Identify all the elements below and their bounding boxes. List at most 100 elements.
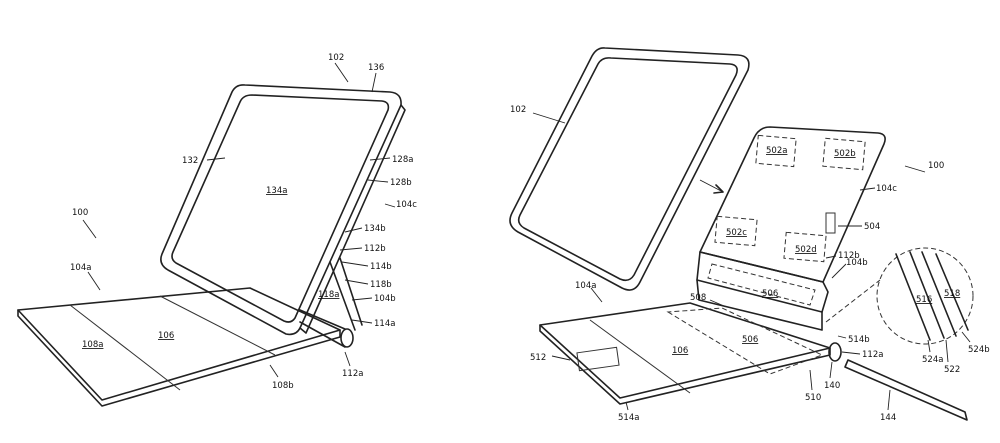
region-502b — [822, 137, 866, 171]
left-labels: 102 136 132 134a 128a 128b 104c 134b 112… — [70, 53, 417, 391]
label-506-base: 506 — [742, 335, 758, 345]
label-102: 102 — [510, 105, 526, 115]
label-508: 508 — [690, 293, 706, 303]
label-104a: 104a — [70, 263, 91, 273]
region-502c — [714, 215, 758, 247]
inset-callout — [825, 279, 881, 323]
hinge-cylinder — [340, 328, 354, 348]
keyboard-base-edge — [539, 324, 831, 405]
region-506-top — [707, 263, 816, 306]
lead-140 — [829, 361, 833, 379]
label-510: 510 — [805, 393, 821, 403]
lead-104a — [590, 287, 603, 303]
lead-524b — [961, 331, 971, 343]
label-112a: 112a — [342, 369, 363, 379]
hinge-panel-edge — [696, 279, 823, 331]
label-516: 516 — [916, 295, 932, 305]
label-132: 132 — [182, 156, 198, 166]
label-502a: 502a — [766, 146, 787, 156]
right-labels: 102 100 502a 502b 104c 504 502c 502d 112… — [510, 105, 990, 423]
left-device-illustration — [17, 62, 406, 407]
label-104c: 104c — [396, 200, 417, 210]
region-502d — [783, 231, 827, 263]
label-108b: 108b — [272, 381, 294, 391]
label-136: 136 — [368, 63, 384, 73]
label-114a: 114a — [374, 319, 395, 329]
support-arm — [329, 257, 363, 331]
lead-508 — [709, 299, 725, 307]
label-502d: 502d — [795, 245, 817, 255]
lead-104c — [859, 187, 876, 191]
label-514b: 514b — [848, 335, 870, 345]
region-502a — [755, 134, 797, 168]
lead-100 — [904, 165, 926, 173]
lead-114b — [341, 261, 369, 267]
label-134a: 134a — [266, 186, 287, 196]
label-104c: 104c — [876, 184, 897, 194]
label-112b: 112b — [838, 251, 860, 261]
label-106: 106 — [672, 346, 688, 356]
lead-134b — [344, 227, 363, 233]
label-524a: 524a — [922, 355, 943, 365]
label-112b: 112b — [364, 244, 386, 254]
lead-118b — [344, 279, 369, 285]
label-144: 144 — [880, 413, 896, 423]
magnified-inset — [876, 247, 974, 345]
lead-128b — [367, 179, 389, 183]
lead-522 — [945, 339, 949, 363]
hinge-panel — [696, 251, 829, 313]
label-104b: 104b — [374, 294, 396, 304]
label-102: 102 — [328, 53, 344, 63]
label-518: 518 — [944, 289, 960, 299]
tablet-screen — [171, 94, 390, 323]
lead-510 — [809, 369, 813, 391]
keyboard-divider-a — [589, 319, 691, 394]
lead-104c — [384, 203, 396, 208]
label-514a: 514a — [618, 413, 639, 423]
label-104a: 104a — [575, 281, 596, 291]
lead-514a — [625, 401, 629, 411]
keyboard-divider-b — [159, 295, 276, 356]
label-134b: 134b — [364, 224, 386, 234]
label-502c: 502c — [726, 228, 747, 238]
arrow-102 — [532, 112, 566, 124]
label-128b: 128b — [390, 178, 412, 188]
inset-layers — [895, 251, 969, 341]
label-502b: 502b — [834, 149, 856, 159]
label-118a: 118a — [318, 290, 339, 300]
hinge-cylinder — [828, 342, 842, 362]
trackpad-512 — [576, 346, 620, 372]
label-504: 504 — [864, 222, 880, 232]
lead-136 — [371, 72, 377, 93]
lead-112b — [825, 255, 837, 259]
arrow-tablet-to-cover — [699, 179, 724, 193]
label-100: 100 — [72, 208, 88, 218]
label-104b: 104b — [846, 258, 868, 268]
lead-100 — [82, 219, 97, 239]
label-512: 512 — [530, 353, 546, 363]
tablet-screen — [517, 57, 738, 282]
label-524b: 524b — [968, 345, 990, 355]
connector-504 — [825, 212, 836, 234]
label-108a: 108a — [82, 340, 103, 350]
lead-514b — [837, 335, 847, 339]
label-118b: 118b — [370, 280, 392, 290]
lead-512 — [551, 355, 571, 361]
lead-108b — [269, 364, 279, 378]
keyboard-base-edge — [17, 309, 341, 407]
label-140: 140 — [824, 381, 840, 391]
keyboard-divider-a — [69, 304, 181, 391]
lead-102 — [334, 62, 349, 83]
lead-104a — [87, 271, 101, 291]
lead-132 — [206, 157, 226, 161]
lead-112a — [841, 351, 861, 355]
lead-524a — [927, 339, 931, 353]
arrow-head — [713, 184, 724, 194]
tablet-outer — [509, 47, 750, 291]
label-506-top: 506 — [762, 289, 778, 299]
lead-114a — [351, 319, 373, 324]
lead-104b — [351, 297, 373, 301]
lead-104b — [831, 263, 847, 279]
